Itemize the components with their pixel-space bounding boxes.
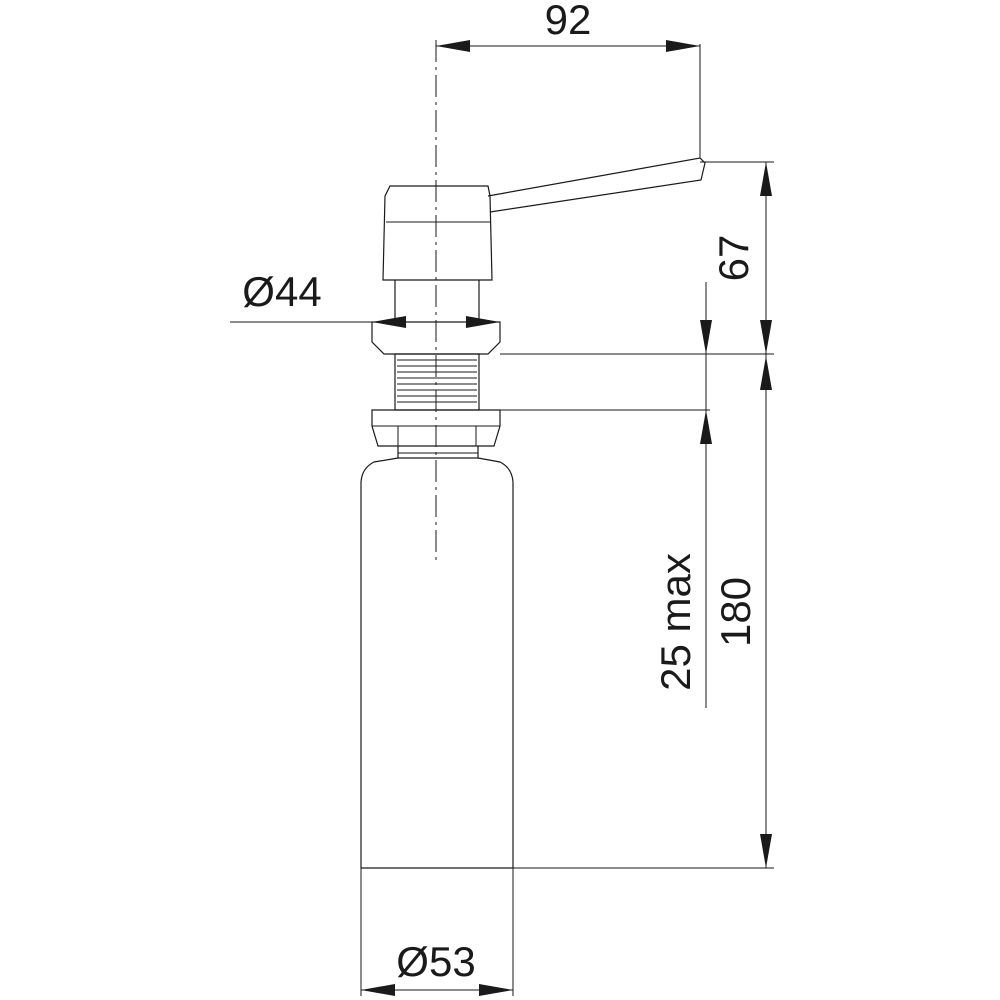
thread-lines <box>397 359 477 403</box>
bottle <box>360 457 514 869</box>
dim-label-67: 67 <box>710 235 757 282</box>
dim-92: 92 <box>436 0 701 158</box>
dim-label-25max: 25 max <box>652 553 699 691</box>
dim-180: 180 <box>513 354 774 869</box>
dim-67: 67 <box>700 161 774 354</box>
dim-25max: 25 max <box>500 282 774 708</box>
dim-label-92: 92 <box>545 0 592 43</box>
pump-head <box>382 185 493 281</box>
dim-dia53: Ø53 <box>360 868 514 996</box>
lever-arm <box>487 157 706 213</box>
dim-label-dia53: Ø53 <box>396 938 475 985</box>
dim-label-180: 180 <box>712 577 759 647</box>
dispenser-outline <box>360 40 706 869</box>
dim-label-dia44: Ø44 <box>242 268 321 315</box>
dim-dia44: Ø44 <box>230 268 500 328</box>
pump-neck <box>394 280 480 322</box>
bottle-neck <box>397 446 479 459</box>
